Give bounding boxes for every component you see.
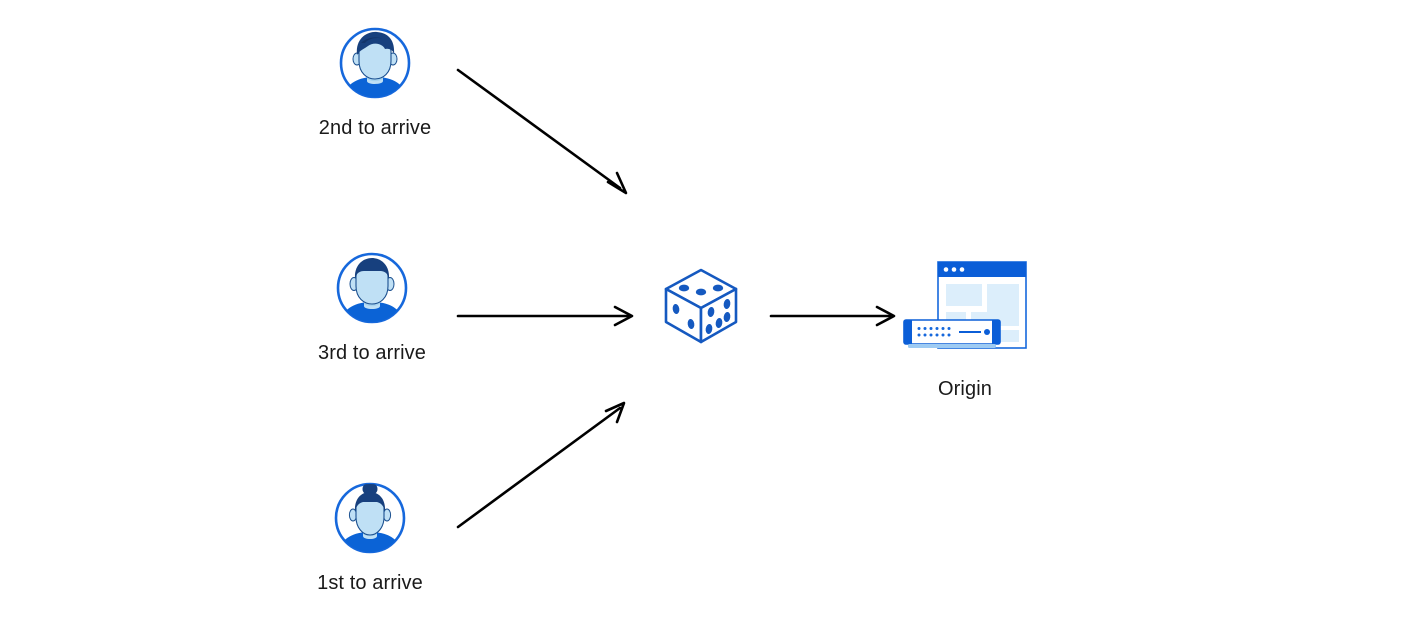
node-randomizer[interactable] — [658, 262, 744, 348]
dice-icon — [658, 262, 744, 348]
user-avatar-icon — [337, 25, 413, 101]
node-client-1st[interactable]: 1st to arrive — [295, 480, 445, 596]
node-client-3rd[interactable]: 3rd to arrive — [297, 250, 447, 366]
node-label: 1st to arrive — [317, 572, 423, 594]
arrow-dice-to-origin — [769, 305, 896, 327]
origin-server-icon — [902, 258, 1028, 364]
user-avatar-icon — [334, 250, 410, 326]
server-appliance — [903, 319, 1001, 348]
arrow-1st-to-dice — [456, 401, 626, 529]
node-label: 2nd to arrive — [318, 117, 432, 139]
node-client-2nd[interactable]: 2nd to arrive — [300, 25, 450, 141]
user-avatar-icon — [332, 480, 408, 556]
node-label: 3rd to arrive — [317, 342, 426, 364]
node-origin[interactable]: Origin — [902, 258, 1028, 402]
arrow-3rd-to-dice — [456, 305, 634, 327]
arrow-2nd-to-dice — [456, 68, 628, 195]
node-label: Origin — [938, 378, 992, 400]
